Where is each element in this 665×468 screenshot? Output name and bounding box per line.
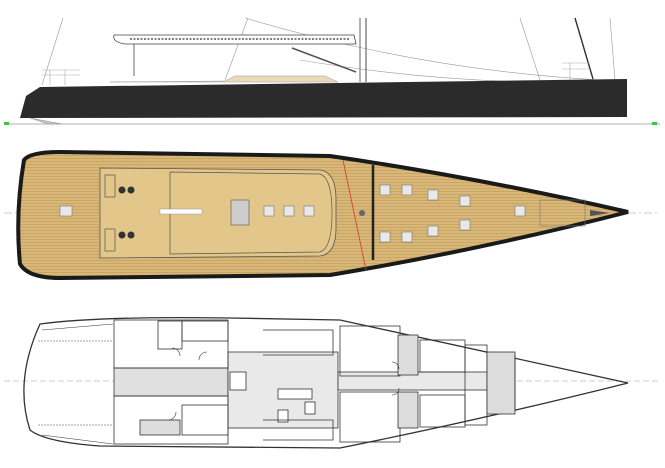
hatch [230,199,250,226]
helm-stations [104,174,116,252]
bow-fitting [590,210,610,216]
cockpit [99,167,337,259]
deck-plan-view [4,149,660,281]
aft-cabins [113,319,229,445]
deck-hatches [59,184,586,243]
engine-room [113,367,229,397]
hull-topsides [20,79,627,118]
rigging [41,17,616,86]
coachroof [109,75,339,83]
forepeak [486,351,516,415]
profile-view [4,17,660,125]
traveller [342,159,367,271]
hull-outline [23,316,629,449]
pulpits [42,62,590,85]
baseline-marker-left [4,122,9,125]
guest-cabins [339,325,488,443]
boom [113,34,357,76]
keel-skeg [29,117,63,125]
interior-layout-view [4,316,660,449]
aft-lockers [38,340,112,426]
coachroof-deck [169,171,333,255]
table [159,208,203,215]
aft-deck-line [41,323,114,445]
baseline-marker-right [652,122,657,125]
saloon-furniture [229,329,334,441]
doors [167,347,400,421]
mast [359,210,365,216]
winches [118,186,135,239]
